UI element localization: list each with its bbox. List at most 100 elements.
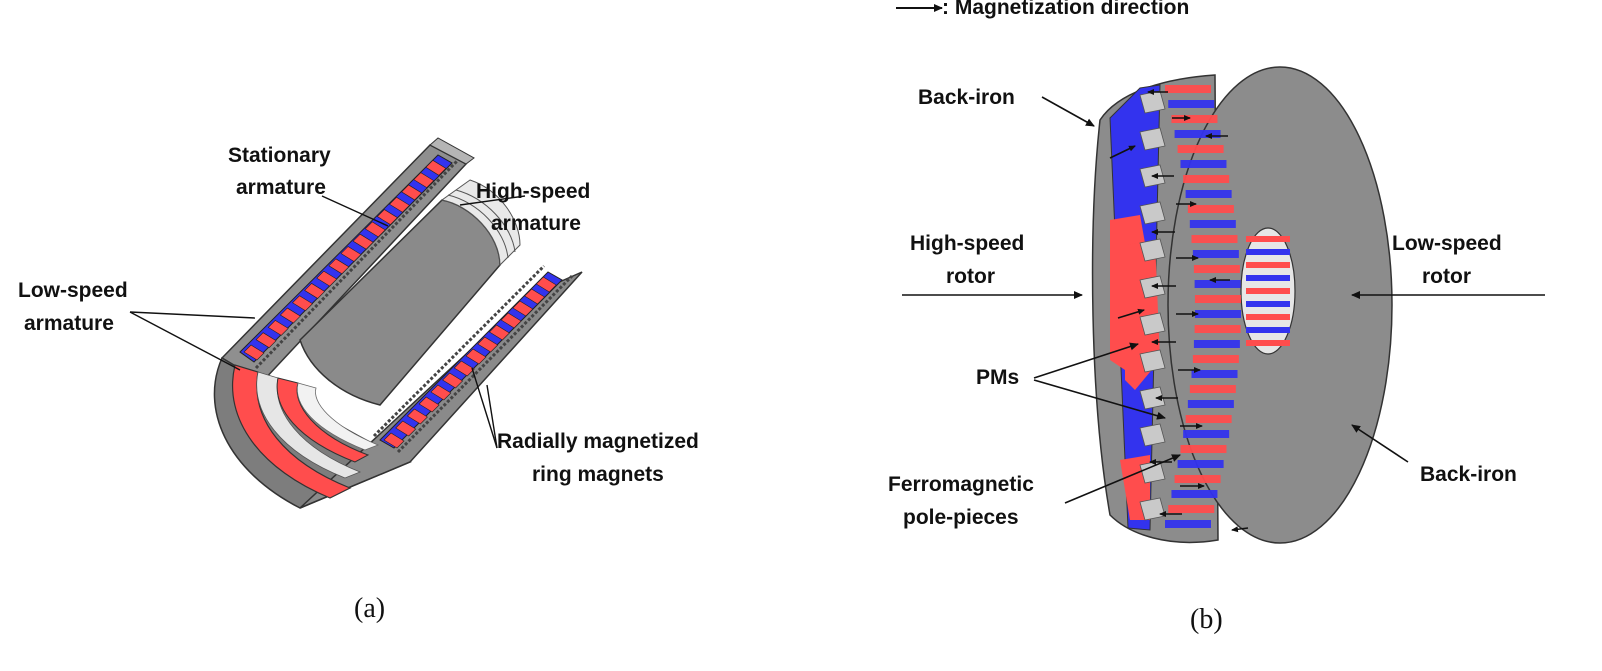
legend-text: : Magnetization direction [942, 0, 1189, 19]
magnet-segment [389, 196, 410, 213]
pole-piece [1139, 423, 1166, 447]
band-stripe [1194, 310, 1241, 318]
magnet-segment [512, 300, 534, 317]
label-ring-magnets: Radially magnetized ring magnets [497, 430, 705, 486]
hole-magnet-stripe [1246, 301, 1290, 307]
band-stripe [1189, 220, 1236, 228]
label-stationary-armature: Stationary armature [228, 144, 337, 199]
magnet-segment [465, 348, 487, 365]
band-stripe [1191, 370, 1238, 378]
magnet-segment [292, 295, 313, 312]
pole-piece [1139, 127, 1166, 151]
figure-b-axial-gear: : Magnetization direction [888, 0, 1545, 635]
band-stripe [1192, 355, 1239, 363]
inner-bore [299, 179, 521, 406]
band-stripe [1177, 145, 1224, 153]
band-stripe [1192, 250, 1239, 258]
label-high-speed-rotor: High-speed rotor [910, 232, 1030, 288]
magnet-segment [535, 276, 557, 293]
magnet-segment [488, 324, 510, 341]
caption-b: (b) [1190, 604, 1223, 635]
band-stripe [1194, 325, 1241, 333]
pole-piece [1139, 312, 1166, 336]
magnet-segment [304, 283, 326, 299]
magnet-segment [401, 184, 423, 201]
magnetization-arrow [1117, 308, 1145, 319]
band-stripe [1191, 235, 1238, 243]
band-stripe [1174, 475, 1221, 483]
magnet-segment [413, 172, 435, 189]
hole-magnet-stripe [1246, 327, 1290, 333]
band-stripe [1171, 490, 1218, 498]
magnet-segment [477, 336, 499, 353]
hole-magnet-stripe [1246, 249, 1290, 255]
band-stripe [1187, 400, 1234, 408]
figure-a-leader-lines [129, 195, 526, 449]
band-stripe [1165, 85, 1211, 93]
band-stripe [1165, 520, 1211, 528]
pole-piece [1139, 275, 1166, 299]
magnet-segment [316, 270, 338, 287]
band-stripe [1168, 100, 1215, 108]
band-stripe [1193, 340, 1240, 348]
magnet-segment [395, 420, 417, 437]
magnetization-arrows [1109, 89, 1249, 533]
hole-magnet-stripe [1246, 262, 1290, 268]
pole-piece [1139, 386, 1166, 410]
band-stripe [1171, 115, 1218, 123]
magnetization-arrow [1231, 526, 1249, 533]
figure-a-cylindrical-gear: Stationary armature High-speed armature … [18, 137, 705, 624]
magnet-segment [524, 288, 546, 305]
pole-piece [1139, 201, 1166, 225]
hole-magnet-stripe [1246, 275, 1290, 281]
hole-magnet-stripe [1246, 340, 1290, 346]
band-stripe [1183, 430, 1230, 438]
magnet-segment [352, 233, 374, 250]
magnet-segment [425, 159, 447, 176]
pole-piece [1139, 497, 1166, 521]
hole-magnet-stripe [1246, 314, 1290, 320]
magnet-segment [500, 312, 522, 329]
magnet-segment [418, 396, 440, 413]
label-low-speed-rotor: Low-speed rotor [1392, 232, 1508, 288]
band-stripe [1187, 205, 1234, 213]
magnet-segment [376, 209, 398, 225]
magnet-segment [340, 246, 362, 262]
band-stripe [1177, 460, 1224, 468]
label-pms: PMs [976, 366, 1019, 389]
ring-magnets-top [239, 154, 453, 363]
band-stripe [1193, 265, 1240, 273]
magnet-segment [328, 258, 350, 275]
band-stripe [1174, 130, 1221, 138]
magnet-segment [279, 307, 301, 324]
band-stripe [1194, 280, 1241, 288]
label-high-speed-armature: High-speed armature [476, 180, 596, 235]
magnet-segment [383, 432, 405, 449]
magnetization-arrow [1109, 145, 1136, 159]
pole-piece [1139, 460, 1166, 484]
figure-b-leader-arrows [1033, 96, 1409, 504]
caption-a: (a) [354, 593, 385, 624]
hole-magnet-stripe [1246, 236, 1290, 242]
magnet-segment [442, 372, 464, 389]
band-stripe [1194, 295, 1241, 303]
magnet-segment [364, 221, 386, 238]
label-back-iron-top: Back-iron [918, 86, 1015, 109]
magnet-segment [430, 384, 452, 401]
low-speed-armature-band [232, 364, 380, 499]
band-stripe [1180, 445, 1227, 453]
armature-coil-strips [254, 158, 574, 454]
magnet-segment [243, 344, 265, 361]
pole-piece [1139, 90, 1166, 114]
pole-piece [1139, 349, 1166, 373]
hole-magnet-stripe [1246, 288, 1290, 294]
right-back-iron-disk [1167, 66, 1393, 544]
band-stripe [1189, 385, 1236, 393]
label-pole-pieces: Ferromagnetic pole-pieces [888, 473, 1040, 529]
legend: : Magnetization direction [896, 0, 1189, 19]
band-stripe [1183, 175, 1230, 183]
inner-stripe-band [1165, 85, 1241, 528]
label-back-iron-bottom: Back-iron [1420, 463, 1517, 486]
magnet-segment [255, 332, 277, 349]
